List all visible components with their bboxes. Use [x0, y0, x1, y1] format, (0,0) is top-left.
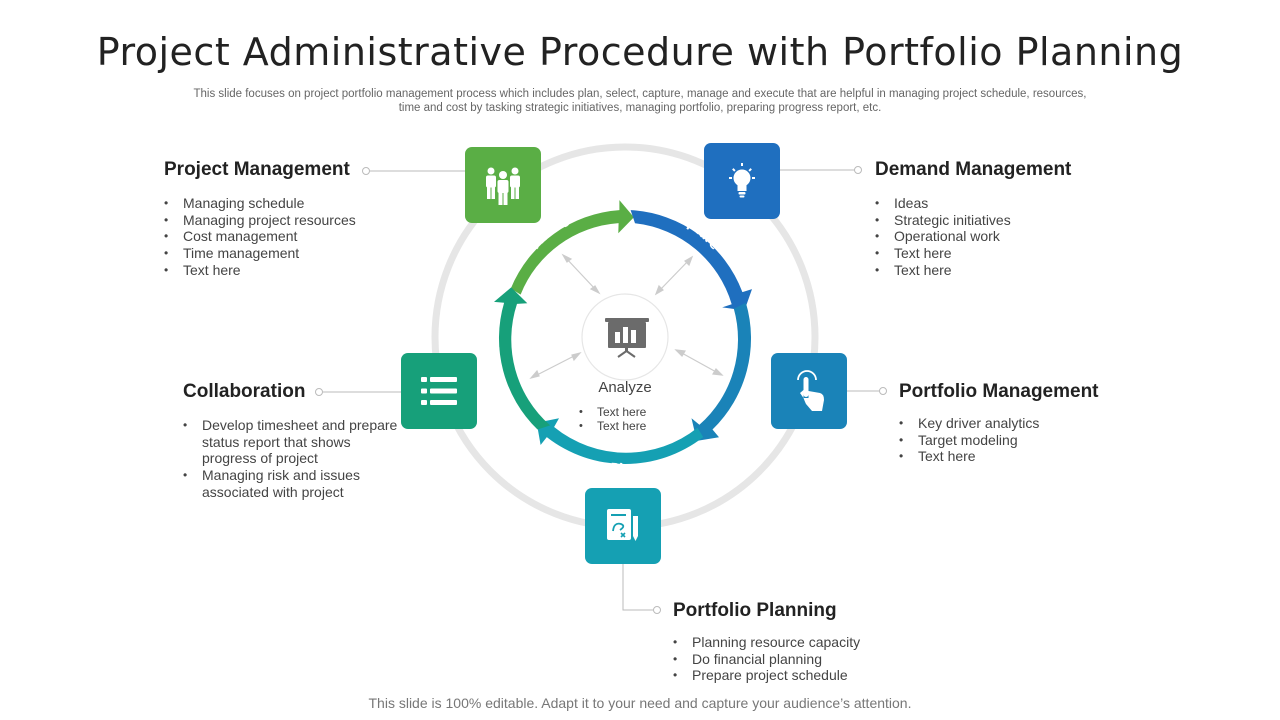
demand-management-title: Demand Management: [875, 159, 1072, 180]
list-item: Managing project resources: [164, 212, 394, 229]
cycle-segment-execute: [494, 287, 551, 430]
list-item: Do financial planning: [673, 651, 933, 668]
center-list-item: Text here: [579, 405, 646, 419]
portfolio-management-title: Portfolio Management: [899, 381, 1099, 402]
list-item: Text here: [875, 262, 1105, 279]
list-item: Managing risk and issues associated with…: [183, 467, 405, 500]
demand-management-list: Ideas Strategic initiatives Operational …: [875, 195, 1105, 279]
list-item: Text here: [875, 245, 1105, 262]
connector-portfolio-planning: [622, 564, 653, 611]
list-item: Planning resource capacity: [673, 634, 933, 651]
cycle-segment-capture: [630, 210, 752, 311]
page-subtitle: This slide focuses on project portfolio …: [193, 88, 1087, 114]
tap-icon: [797, 370, 824, 411]
list-item: Strategic initiatives: [875, 212, 1105, 229]
portfolio-planning-list: Planning resource capacity Do financial …: [673, 634, 933, 684]
cycle-segment-select: [691, 302, 752, 441]
list-item: Key driver analytics: [899, 415, 1129, 432]
footer-note: This slide is 100% editable. Adapt it to…: [368, 695, 912, 711]
list-item: Cost management: [164, 228, 394, 245]
cycle-segment-plan: [536, 418, 704, 465]
list-item: Develop timesheet and prepare status rep…: [183, 417, 405, 467]
center-list: Text here Text here: [579, 405, 646, 433]
center-label: Analyze: [598, 379, 652, 396]
list-item: Target modeling: [899, 432, 1129, 449]
list-item: Text here: [899, 448, 1129, 465]
project-management-list: Managing schedule Managing project resou…: [164, 195, 394, 279]
list-item: Operational work: [875, 228, 1105, 245]
list-item: Managing schedule: [164, 195, 394, 212]
list-item: Prepare project schedule: [673, 667, 933, 684]
portfolio-planning-title: Portfolio Planning: [673, 600, 837, 621]
list-item: Text here: [164, 262, 394, 279]
list-icon: [421, 377, 457, 405]
cycle-label-plan: Plan: [610, 460, 641, 475]
collaboration-title: Collaboration: [183, 381, 306, 402]
cycle-segment-manage: [510, 200, 634, 295]
team-icon: [486, 167, 520, 205]
list-item: Ideas: [875, 195, 1105, 212]
inner-arrows: [529, 253, 724, 380]
list-item: Time management: [164, 245, 394, 262]
planning-document-icon: [607, 509, 638, 541]
portfolio-management-box: [771, 353, 847, 429]
project-management-title: Project Management: [164, 159, 350, 180]
page-title: Project Administrative Procedure with Po…: [96, 30, 1184, 74]
center-list-item: Text here: [579, 419, 646, 433]
lightbulb-icon: [729, 163, 755, 198]
collaboration-list: Develop timesheet and prepare status rep…: [183, 417, 405, 501]
portfolio-management-list: Key driver analytics Target modeling Tex…: [899, 415, 1129, 465]
presentation-chart-icon: [605, 318, 649, 358]
